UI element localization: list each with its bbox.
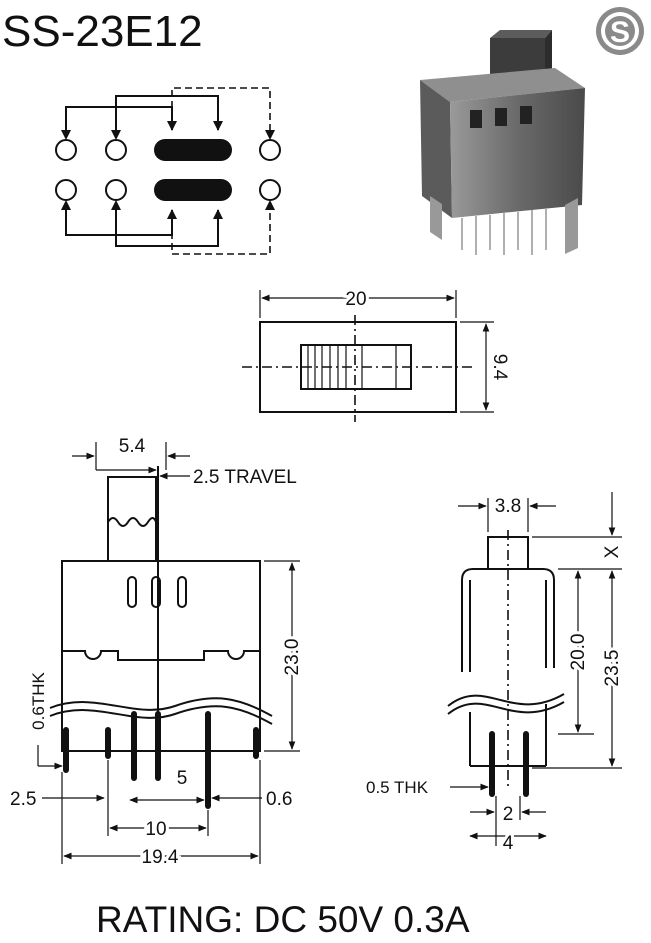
- brand-logo: S: [596, 7, 644, 55]
- front-body-height: 23.0: [282, 639, 303, 676]
- arrow-heads: [61, 121, 275, 219]
- front-actuator-width: 5.4: [119, 436, 146, 457]
- circuit-schematic: [55, 87, 281, 255]
- product-photo: [420, 30, 585, 255]
- rating-text: RATING: DC 50V 0.3A: [96, 899, 470, 940]
- logo-letter: S: [610, 16, 630, 49]
- actuator-height-label: X: [602, 545, 623, 558]
- side-actuator-width: 3.8: [495, 496, 521, 517]
- row-span-label: 10: [145, 819, 166, 840]
- travel-label: 2.5 TRAVEL: [193, 467, 297, 488]
- total-width-label: 19.4: [142, 847, 179, 868]
- top-view: 20 9.4: [242, 286, 513, 422]
- slider-contacts: [154, 139, 232, 201]
- top-width-label: 20: [345, 289, 366, 310]
- side-view: 3.8 X 23.5 20.0 0.5 THK 2 4: [366, 492, 626, 857]
- side-pin-span: 4: [503, 833, 514, 854]
- left-offset-label: 2.5: [10, 789, 36, 810]
- side-body-height: 20.0: [568, 634, 589, 671]
- front-view: 5.4 2.5 TRAVEL 23.0 0.6THK 2.5 5 0.6 10 …: [10, 436, 306, 871]
- pin-width-label: 0.6: [266, 789, 292, 810]
- thickness-label: 0.6THK: [29, 672, 48, 730]
- dashed-connections: [171, 87, 271, 255]
- part-number-title: SS-23E12: [2, 7, 203, 56]
- side-pin-thickness: 0.5 THK: [366, 778, 429, 797]
- side-total-height: 23.5: [602, 650, 623, 687]
- side-pin-pitch: 2: [503, 804, 514, 825]
- top-height-label: 9.4: [489, 354, 510, 381]
- solid-connections: [65, 95, 219, 247]
- pin-pitch-label: 5: [177, 768, 188, 789]
